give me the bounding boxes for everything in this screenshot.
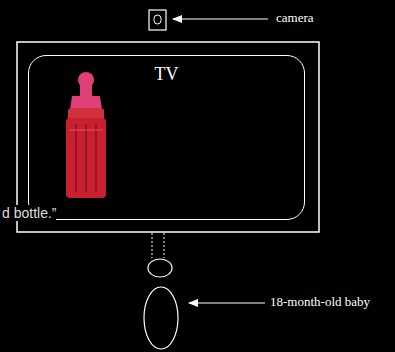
camera-box <box>149 10 166 30</box>
baby-head <box>148 259 172 277</box>
tv-screen: TV <box>28 55 305 220</box>
sight-line <box>152 233 153 258</box>
leader-arrow <box>189 302 265 303</box>
tv-frame <box>17 42 319 232</box>
leader-arrow <box>173 18 268 19</box>
callout-label: 18-month-old baby <box>270 294 370 310</box>
callout-label: camera <box>276 10 314 26</box>
caption-fragment: d bottle.” <box>2 205 56 221</box>
baby-bottle <box>66 72 106 198</box>
camera-lens <box>154 15 161 24</box>
sight-line <box>164 233 165 258</box>
node-label: TV <box>29 64 304 85</box>
baby-body <box>144 287 178 349</box>
